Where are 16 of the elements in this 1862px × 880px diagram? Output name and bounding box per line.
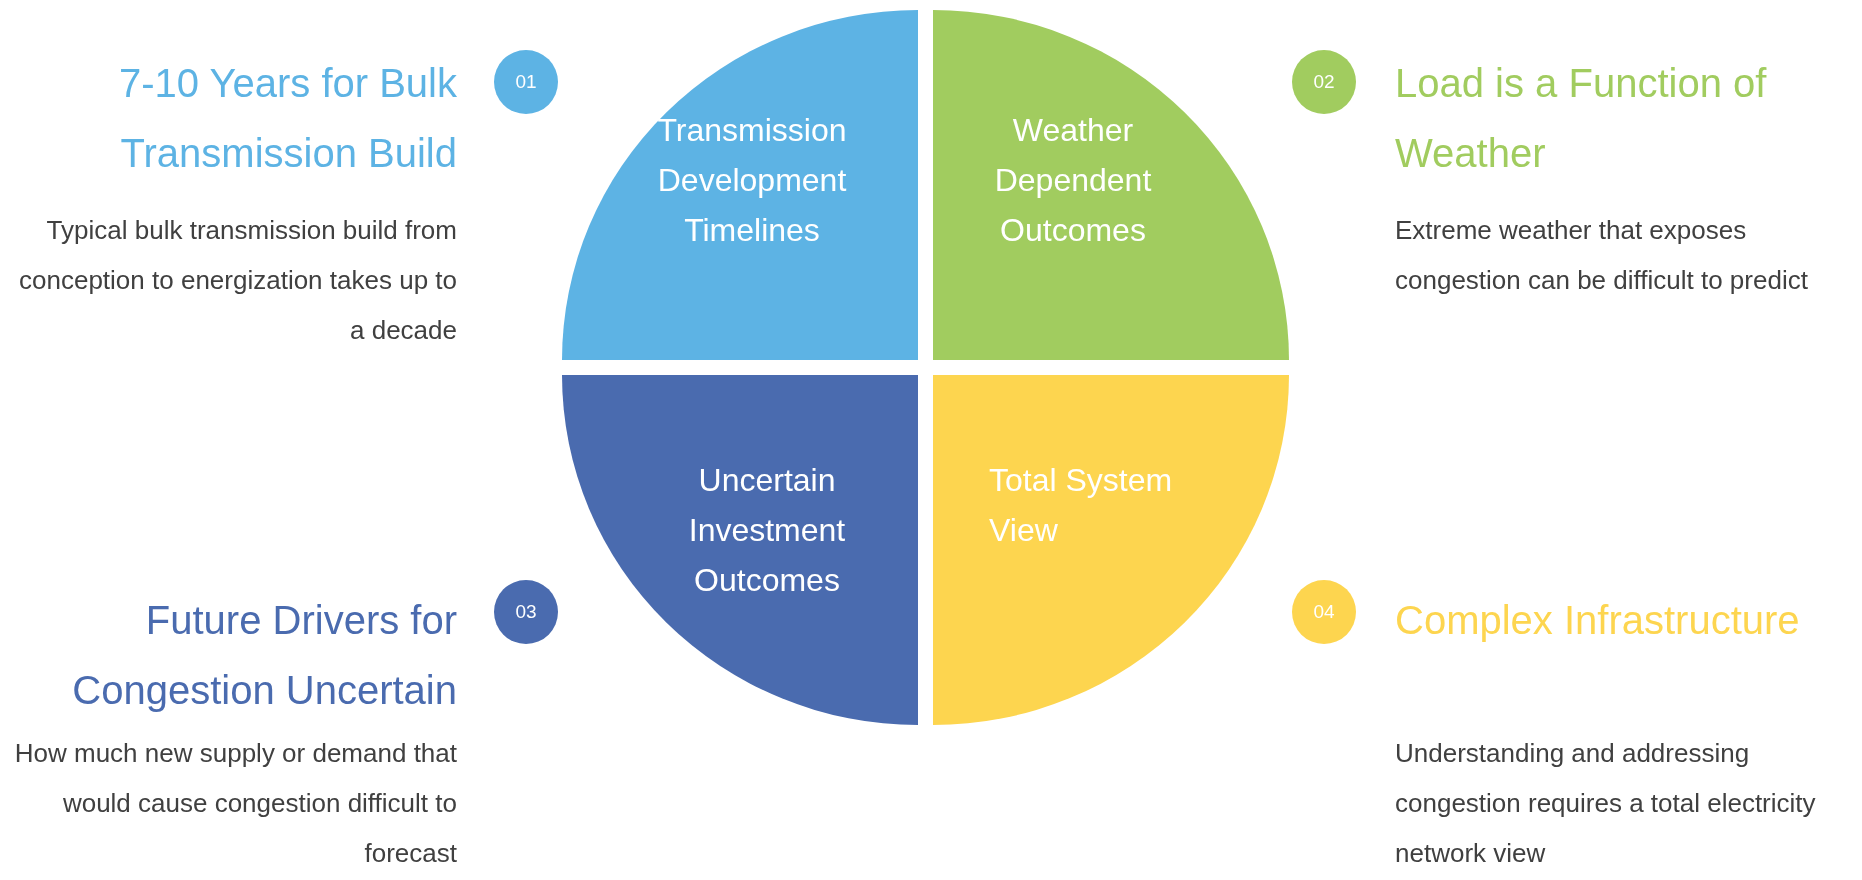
number-circle: 02: [1292, 50, 1356, 114]
segment-label: Transmission Development Timelines: [656, 111, 848, 250]
segment-label: Weather Dependent Outcomes: [993, 111, 1153, 250]
number-circle: 01: [494, 50, 558, 114]
heading-text: Future Drivers for Congestion Uncertain: [71, 597, 457, 714]
heading-text: 7-10 Years for Bulk Transmission Build: [118, 60, 457, 177]
segment-label: Total System View: [989, 461, 1174, 550]
heading-text: Load is a Function of Weather: [1395, 60, 1768, 177]
description-text: Extreme weather that exposes congestion can be difficult to predict: [1395, 214, 1809, 297]
number-circle: 04: [1292, 580, 1356, 644]
description-text: Typical bulk transmission build from conception to energization takes up to a decade: [18, 214, 457, 347]
description-text: Understanding and addressing congestion requires a total electricity network view: [1395, 737, 1817, 870]
heading-text: Complex Infrastructure: [1395, 597, 1801, 644]
description-text: How much new supply or demand that would cause congestion difficult to forecast: [13, 737, 457, 870]
segment-label: Uncertain Investment Outcomes: [687, 461, 847, 600]
number-circle: 03: [494, 580, 558, 644]
